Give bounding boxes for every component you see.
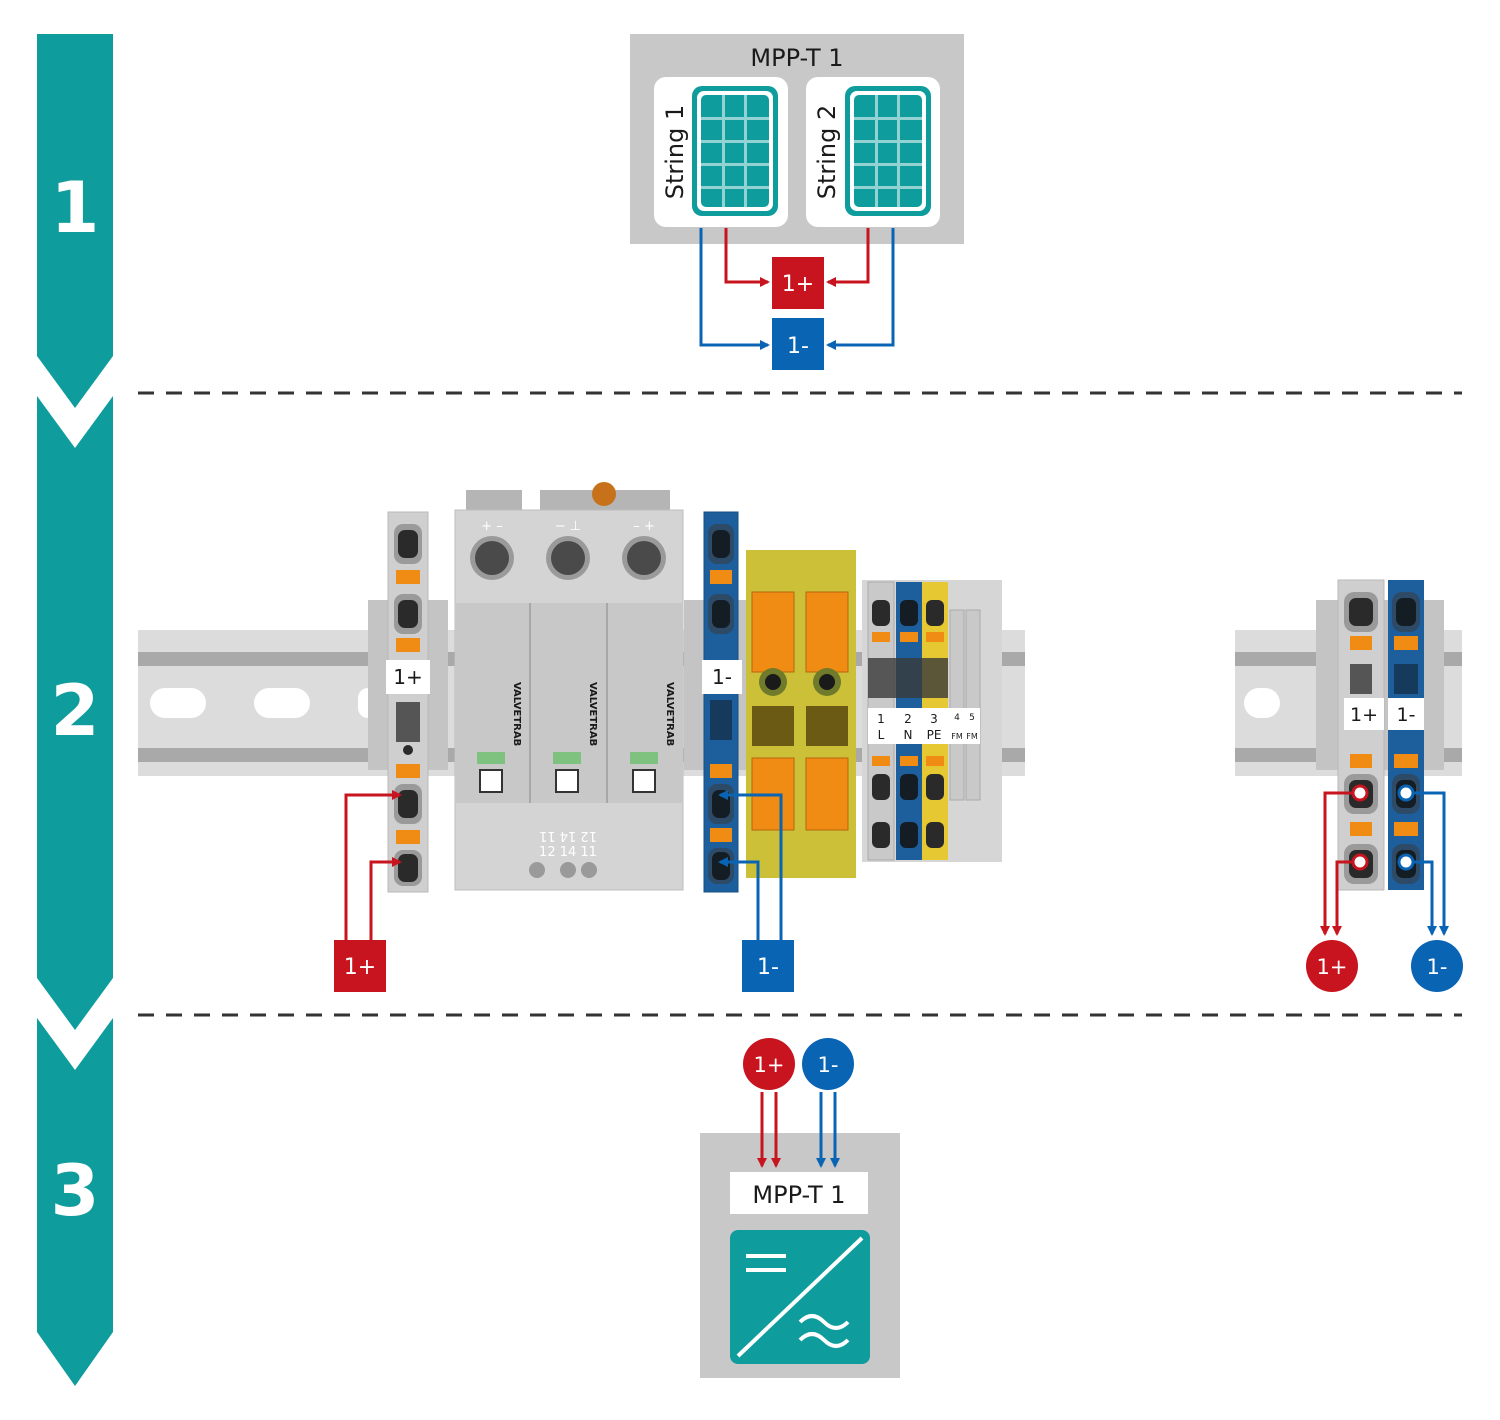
minus-circle-label: 1- [818,1053,839,1077]
string-1-label: String 1 [661,105,689,200]
spd-terminal-mirror: 12 14 11 [539,828,597,843]
plus-tag: 1+ [393,665,422,689]
node-circle [1351,784,1369,802]
plus-circle [743,1038,795,1090]
right-minus-tag-bg [1388,698,1424,730]
plus-label: 1+ [782,272,814,297]
tb-name-2: N [904,728,913,742]
step-arrow-1 [37,34,113,408]
spd-top-mark-3: – + [633,519,655,534]
wire-string1-plus [724,228,770,287]
right-plus-circle-label: 1+ [1317,955,1348,979]
right-terminal-plus [1316,579,1444,891]
minus-label-box-2 [742,940,794,992]
right-plus-circle [1306,940,1358,992]
node-circle [1351,853,1369,871]
wire-string2-plus [826,228,870,287]
wire-minus-upper [718,790,783,940]
surge-protection-device [454,482,684,891]
spd-brand-2: VALVETRAB [587,682,598,746]
wire-right-minus-b [1406,860,1437,936]
tb-name-3: PE [927,728,942,742]
spd-terminal-numbers: 12 14 11 [539,845,597,860]
wire-right-minus-a [1406,791,1449,936]
tb-name-5: FM [966,732,978,741]
right-plus-tag-bg [1344,698,1384,730]
tb-num-3: 3 [930,712,938,726]
tb-num-5: 5 [969,713,975,723]
inverter-label-bg [730,1172,868,1214]
step-number-1: 1 [51,167,100,249]
step-number-2: 2 [51,670,100,752]
plus-label-box [772,257,824,309]
minus-label: 1- [787,334,809,359]
solar-panel-icon [692,86,778,216]
step-arrow-3 [37,1018,113,1386]
spd-top-mark-1: + – [481,519,503,534]
step-arrow-2 [37,396,113,1030]
tb-num-2: 2 [904,712,912,726]
node-circle [1397,784,1415,802]
node-circle [1397,853,1415,871]
tb-num-4: 4 [954,713,960,723]
inverter-label: MPP-T 1 [752,1181,845,1209]
minus-label-box [772,318,824,370]
minus-tag-bg [702,660,742,694]
wire-right-plus-a [1320,791,1360,936]
inverter-icon [730,1230,870,1364]
terminal-block-minus [684,511,754,893]
minus-label-2: 1- [757,955,779,980]
tb-num-1: 1 [877,712,885,726]
plus-label-box-2 [334,940,386,992]
plus-circle-label: 1+ [754,1053,785,1077]
tb-name-4: FM [951,732,963,741]
string-2-label: String 2 [813,105,841,200]
mpp-title: MPP-T 1 [750,44,843,72]
spd-top-mark-2: − ⊥ [555,519,581,534]
wire-string2-minus [826,228,895,350]
wire-string1-minus [699,228,770,350]
plus-label-2: 1+ [344,955,376,980]
spd-brand-3: VALVETRAB [664,682,675,746]
right-terminal-minus [1388,580,1424,890]
wire-plus-upper [344,790,402,940]
wire-minus-lower [718,857,760,940]
right-minus-tag: 1- [1397,704,1416,726]
right-minus-circle [1411,940,1463,992]
right-minus-circle-label: 1- [1427,955,1448,979]
step-number-3: 3 [51,1150,100,1232]
wire-plus-lower [369,857,402,940]
plus-tag-bg [386,660,430,694]
terminal-block-plus [368,511,448,893]
signal-terminal-block [862,580,1002,862]
minus-tag: 1- [712,665,732,689]
spd-brand-1: VALVETRAB [511,682,522,746]
right-plus-tag: 1+ [1350,704,1378,726]
tb-name-1: L [878,728,885,742]
solar-panel-icon [845,86,931,216]
fuse-terminal-block [746,550,856,878]
minus-circle [802,1038,854,1090]
